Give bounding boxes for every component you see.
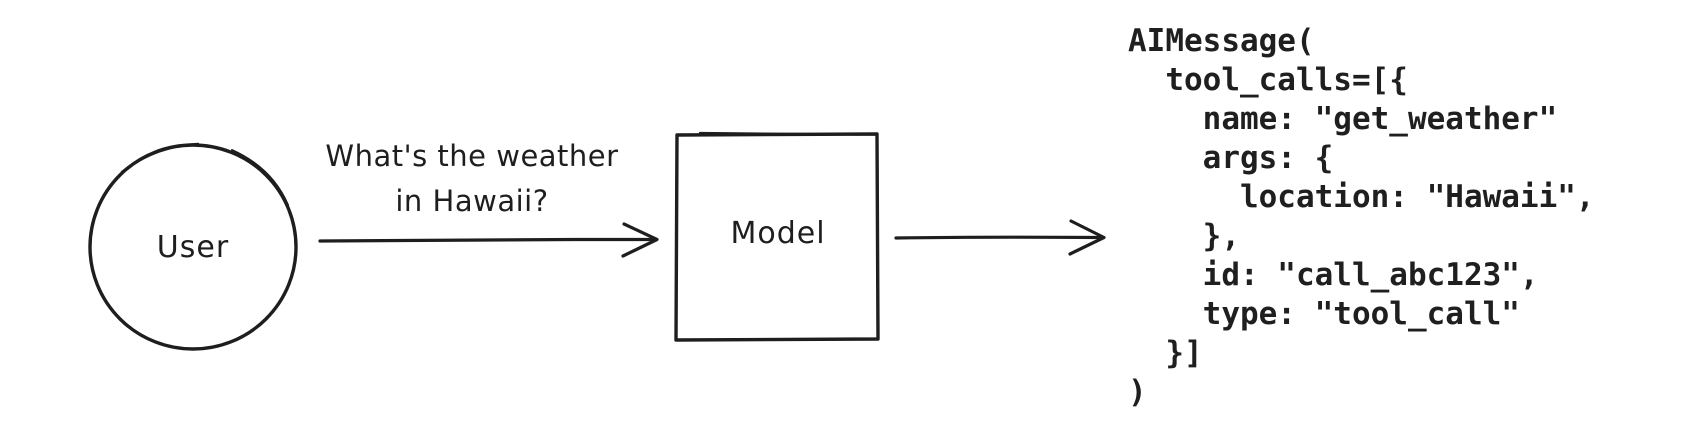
- user-node-label: User: [156, 230, 230, 265]
- request-arrow: [318, 222, 659, 258]
- request-arrow-label-line2: in Hawaii?: [395, 183, 549, 218]
- output-arrow: [894, 219, 1106, 256]
- user-circle: [88, 142, 298, 351]
- request-arrow-label-line1: What's the weather: [325, 139, 619, 173]
- model-node-label: Model: [730, 216, 826, 251]
- aimessage-code-block: AIMessage( tool_calls=[{ name: "get_weat…: [1128, 23, 1595, 410]
- model-box: [674, 131, 880, 342]
- request-arrow-label: What's the weather in Hawaii?: [325, 134, 618, 224]
